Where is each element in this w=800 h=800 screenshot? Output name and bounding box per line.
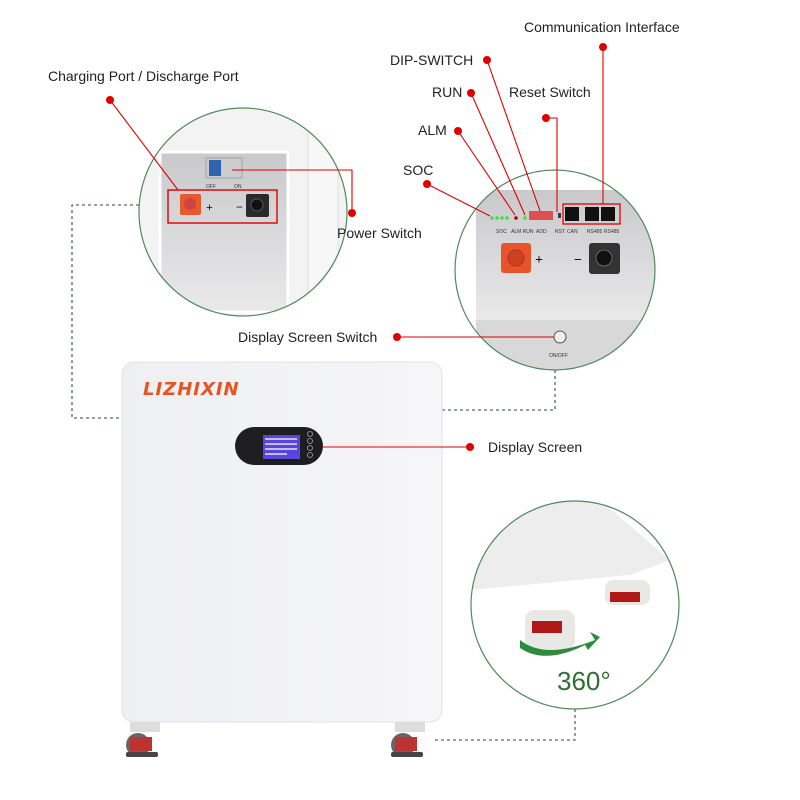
dashed-connectors — [71, 204, 576, 741]
label-communication-interface: Communication Interface — [524, 19, 680, 35]
label-charging-port: Charging Port / Discharge Port — [48, 68, 239, 84]
display-screen — [235, 427, 323, 465]
svg-text:+: + — [206, 200, 213, 214]
svg-text:−: − — [236, 200, 243, 214]
svg-text:ADD: ADD — [536, 229, 547, 235]
label-display-screen-switch: Display Screen Switch — [238, 329, 377, 345]
svg-text:SOC: SOC — [496, 229, 507, 235]
battery-cabinet: LIZHIXIN — [121, 361, 443, 757]
label-soc: SOC — [403, 162, 433, 178]
svg-text:OFF: OFF — [206, 184, 216, 190]
reset-button-icon — [558, 213, 561, 218]
brand-logo: LIZHIXIN — [143, 379, 240, 400]
svg-text:ON/OFF: ON/OFF — [549, 353, 568, 359]
rotation-label: 360° — [557, 666, 611, 696]
svg-text:ON: ON — [234, 184, 242, 190]
label-power-switch: Power Switch — [337, 225, 422, 241]
label-dip-switch: DIP-SWITCH — [390, 52, 473, 68]
display-buttons-icon — [307, 431, 313, 458]
callout-dots — [106, 43, 607, 451]
svg-text:RST: RST — [555, 229, 565, 235]
caster-wheel-right — [391, 722, 425, 757]
zoom-circle-caster-wheels: 360° — [470, 500, 680, 710]
label-reset-switch: Reset Switch — [509, 84, 591, 100]
zoom-circle-power-ports: OFF ON + − — [138, 107, 348, 317]
caster-wheel-left — [126, 722, 160, 757]
alm-led-icon — [514, 216, 518, 220]
dip-switch-icon — [529, 211, 553, 220]
label-run: RUN — [432, 84, 462, 100]
zoom-circle-control-panel: SOC ALM RUN ADD RST CAN RS485 RS485 + − … — [454, 169, 656, 371]
rotation-arrow-icon — [520, 632, 600, 656]
svg-text:−: − — [574, 253, 582, 268]
on-off-button-icon — [553, 330, 567, 344]
svg-text:ALM RUN: ALM RUN — [511, 229, 534, 235]
label-display-screen: Display Screen — [488, 439, 582, 455]
svg-text:RS485: RS485 — [604, 229, 620, 235]
svg-text:+: + — [535, 253, 543, 268]
soc-leds-icon — [490, 216, 527, 220]
svg-text:RS485: RS485 — [587, 229, 603, 235]
power-switch-icon — [209, 160, 221, 176]
svg-text:CAN: CAN — [567, 229, 578, 235]
label-alm: ALM — [418, 122, 447, 138]
